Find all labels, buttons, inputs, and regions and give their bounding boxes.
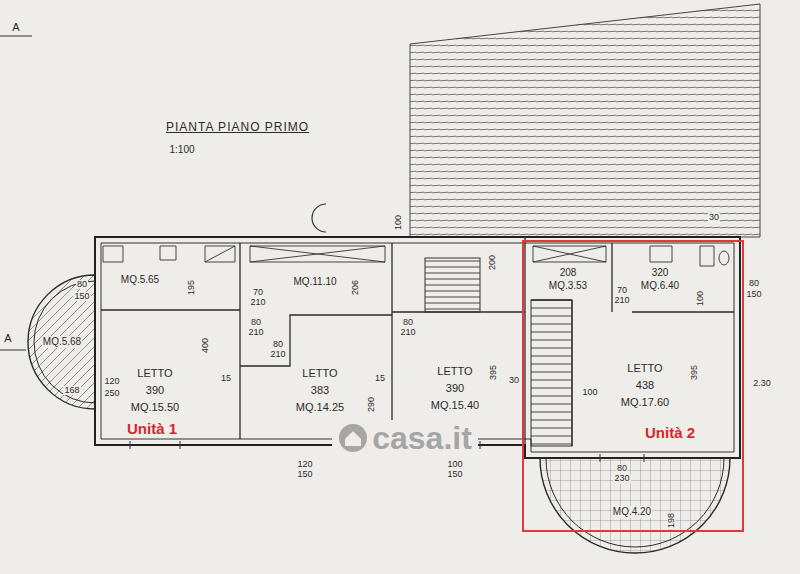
- room-name: LETTO: [136, 365, 173, 382]
- room-figure: MQ.6.40: [640, 279, 680, 292]
- dimension-number: 150: [296, 470, 313, 479]
- staircase: [531, 300, 572, 446]
- room-figure: MQ.5.65: [120, 274, 160, 286]
- dimension-number: 210: [269, 350, 286, 359]
- dimension-number: 150: [745, 290, 762, 299]
- bathroom-fixtures: [103, 246, 714, 266]
- dimension-number: 80: [748, 279, 760, 288]
- plan-label: A: [11, 22, 20, 33]
- section-line: [0, 36, 32, 350]
- dimension-number: 150: [446, 470, 463, 479]
- dimension-number: 80: [402, 318, 414, 327]
- room-area: MQ.11.10: [292, 276, 337, 288]
- dimension-number: 80: [76, 280, 88, 289]
- dimension-number: 150: [73, 292, 90, 301]
- dimension-number: 250: [103, 389, 120, 398]
- house-icon-disc: [339, 424, 367, 452]
- dimension-number: 210: [249, 298, 266, 307]
- cabinet-symbol: [250, 246, 385, 262]
- room-area: LETTO438MQ.17.60: [620, 360, 670, 411]
- house-icon-shape: [345, 431, 361, 446]
- dimension-number: 100: [697, 289, 706, 306]
- balcony-right: [540, 458, 730, 553]
- balcony-left: [28, 275, 95, 409]
- dimension-number: 100: [446, 460, 463, 469]
- room-figure: MQ.5.68: [42, 336, 82, 348]
- room-figure: MQ.15.50: [130, 399, 180, 416]
- room-name: LETTO: [626, 360, 663, 377]
- dimension-number: 80: [250, 318, 262, 327]
- room-figure: 438: [635, 377, 655, 394]
- unit-label: Unità 2: [644, 425, 696, 440]
- room-figure: MQ.14.25: [295, 399, 345, 416]
- dimension-number: 395: [490, 363, 499, 380]
- dimension-number: 80: [272, 340, 284, 349]
- dimension-number: 168: [63, 386, 80, 395]
- dimension-number: 70: [252, 288, 264, 297]
- dimension-number: 400: [202, 336, 211, 353]
- dimension-number: 198: [668, 511, 677, 528]
- balcony-rail: [34, 281, 95, 403]
- room-figure: 390: [145, 382, 165, 399]
- dimension-number: 395: [691, 363, 700, 380]
- room-name: LETTO: [436, 363, 473, 380]
- dimension-number: 30: [508, 376, 520, 385]
- room-area: LETTO390MQ.15.50: [130, 365, 180, 416]
- staircase: [425, 258, 480, 312]
- dimension-number: 15: [374, 374, 386, 383]
- outer-wall: [95, 237, 740, 458]
- room-figure: 208: [559, 266, 578, 279]
- dimension-number: 210: [399, 328, 416, 337]
- watermark-patch: casa.it: [332, 420, 478, 456]
- room-area: 320MQ.6.40: [640, 266, 680, 292]
- room-figure: 383: [310, 382, 330, 399]
- dimension-number: 30: [708, 213, 720, 222]
- dimension-number: 100: [581, 388, 598, 397]
- dimension-number: 100: [395, 213, 404, 230]
- dimension-number: 15: [220, 374, 232, 383]
- plan-title: PIANTA PIANO PRIMO: [165, 121, 310, 133]
- unit-outline: Unità 2 208MQ.3.53 320MQ.6.40LETTO438MQ.17…: [522, 240, 744, 532]
- dimension-number: 120: [296, 460, 313, 469]
- dimension-number: 210: [247, 328, 264, 337]
- dimension-number: 206: [352, 278, 361, 295]
- dimension-number: 230: [613, 474, 630, 483]
- room-figure: MQ.4.20: [612, 506, 652, 518]
- room-area: MQ.5.65: [120, 274, 160, 286]
- partition-walls: [101, 237, 734, 446]
- dimension-number: 2.30: [752, 379, 772, 388]
- roof-hatch: [410, 4, 760, 237]
- balcony-rail: [546, 458, 724, 547]
- room-area: 208MQ.3.53: [548, 266, 588, 292]
- plan-label: A: [3, 333, 12, 344]
- bathroom-fixtures: [719, 251, 729, 265]
- room-name: LETTO: [301, 365, 338, 382]
- room-area: MQ.5.68: [42, 336, 82, 348]
- room-figure: 320: [651, 266, 670, 279]
- room-figure: MQ.17.60: [620, 394, 670, 411]
- room-figure: MQ.11.10: [292, 276, 337, 288]
- room-area: LETTO390MQ.15.40: [430, 363, 480, 414]
- dimension-number: 200: [489, 253, 498, 270]
- dimension-number: 210: [613, 296, 630, 305]
- dimension-number: 290: [368, 395, 377, 412]
- cabinet-symbol: [533, 246, 606, 262]
- dimension-number: 70: [616, 286, 628, 295]
- plan-label: 1:100: [168, 145, 195, 155]
- room-area: MQ.4.20: [612, 506, 652, 518]
- unit-label: Unità 1: [126, 421, 178, 436]
- watermark: casa.it: [372, 422, 472, 454]
- door-arc: [312, 204, 326, 232]
- room-figure: 390: [445, 380, 465, 397]
- house-icon: [338, 423, 368, 453]
- dimension-number: 195: [188, 278, 197, 295]
- dimension-number: 80: [616, 464, 628, 473]
- room-area: LETTO383MQ.14.25: [295, 365, 345, 416]
- room-figure: MQ.15.40: [430, 397, 480, 414]
- dimension-number: 120: [103, 377, 120, 386]
- room-figure: MQ.3.53: [548, 279, 588, 292]
